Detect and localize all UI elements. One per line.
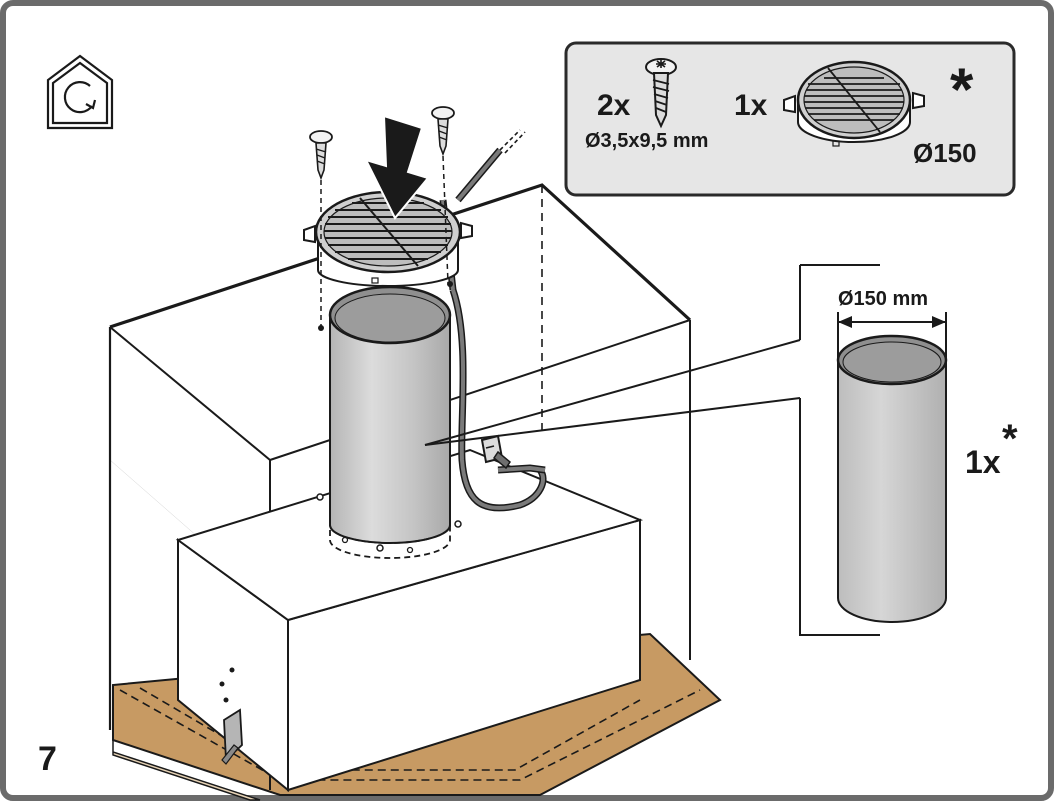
callout-lines [424, 264, 880, 636]
screw-icon [645, 58, 677, 129]
duct-diameter-label: Ø150 mm [838, 288, 928, 310]
flange-icon [783, 60, 925, 147]
screw-qty: 2x [597, 89, 631, 122]
optional-asterisk: * [950, 56, 974, 123]
parts-box: 2x Ø3,5x9,5 mm 1x Ø150 * [564, 41, 1016, 197]
flange-assembly [303, 190, 473, 287]
flange-qty: 1x [734, 89, 768, 122]
screw-guide-lines [320, 155, 449, 328]
screw-icon [431, 106, 455, 157]
screw-icon [309, 130, 333, 181]
cable-connector [480, 434, 511, 470]
house-rotate-icon [46, 54, 114, 130]
arrow-down-icon [364, 114, 430, 220]
duct-installed [328, 285, 452, 559]
duct-qty: 1x [965, 444, 1001, 480]
flange-diameter: Ø150 [913, 138, 977, 168]
duct-optional-asterisk: * [1002, 417, 1018, 461]
duct-detail: Ø150 mm 1x * [836, 288, 1018, 623]
screw-size: Ø3,5x9,5 mm [585, 130, 708, 152]
step-number: 7 [38, 740, 57, 778]
